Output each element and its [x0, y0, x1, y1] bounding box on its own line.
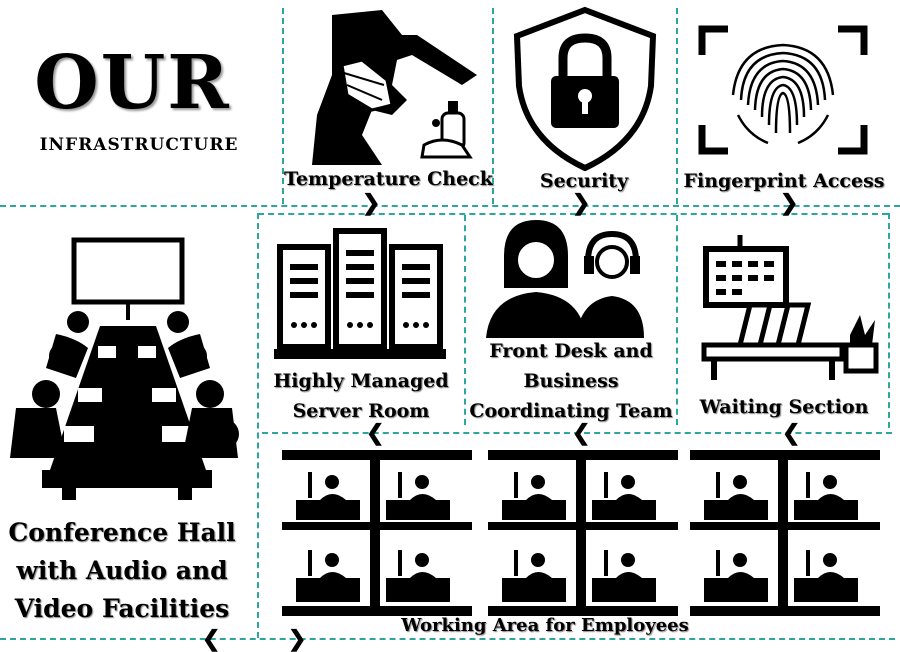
workstation-icon	[282, 450, 880, 616]
divider	[257, 213, 259, 638]
divider	[676, 8, 678, 204]
temperature-check-icon	[312, 10, 477, 165]
server-room-label-line2: Server Room	[292, 400, 430, 422]
chevron-right-icon: ❯	[572, 190, 591, 216]
conference-table-icon	[10, 237, 239, 500]
front-desk-label-line2: Business	[523, 370, 619, 392]
divider	[258, 213, 888, 215]
working-area-label: Working Area for Employees	[401, 615, 689, 636]
divider	[0, 205, 900, 207]
customer-support-icon	[486, 220, 644, 338]
chevron-left-icon: ❮	[366, 420, 385, 446]
divider	[676, 215, 678, 425]
server-room-label-line1: Highly Managed	[273, 370, 449, 392]
divider	[262, 432, 892, 434]
waiting-room-icon	[701, 235, 879, 380]
chevron-left-icon: ❮	[572, 420, 591, 446]
chevron-right-icon: ❯	[780, 190, 799, 216]
divider	[0, 638, 895, 640]
chevron-left-icon: ❮	[782, 420, 801, 446]
title-infrastructure: INFRASTRUCTURE	[39, 135, 239, 155]
waiting-section-label: Waiting Section	[699, 396, 869, 418]
divider	[888, 213, 890, 428]
conference-hall-label-line1: Conference Hall	[8, 518, 236, 547]
conference-hall-label-line3: Video Facilities	[14, 594, 230, 623]
divider	[492, 8, 494, 204]
security-label: Security	[539, 170, 629, 192]
title-our: OUR	[34, 40, 231, 126]
divider	[282, 8, 284, 204]
front-desk-label-line1: Front Desk and	[489, 340, 653, 362]
divider	[464, 215, 466, 425]
chevron-right-icon: ❯	[362, 190, 381, 216]
server-rack-icon	[274, 228, 446, 359]
conference-hall-label-line2: with Audio and	[16, 556, 228, 585]
chevron-left-icon: ❮	[202, 626, 221, 652]
shield-lock-icon	[513, 6, 657, 172]
front-desk-label-line3: Coordinating Team	[469, 400, 673, 422]
fingerprint-icon	[698, 25, 868, 155]
chevron-right-icon: ❯	[288, 626, 307, 652]
temperature-check-label: Temperature Check	[284, 168, 493, 190]
fingerprint-access-label: Fingerprint Access	[683, 170, 885, 192]
